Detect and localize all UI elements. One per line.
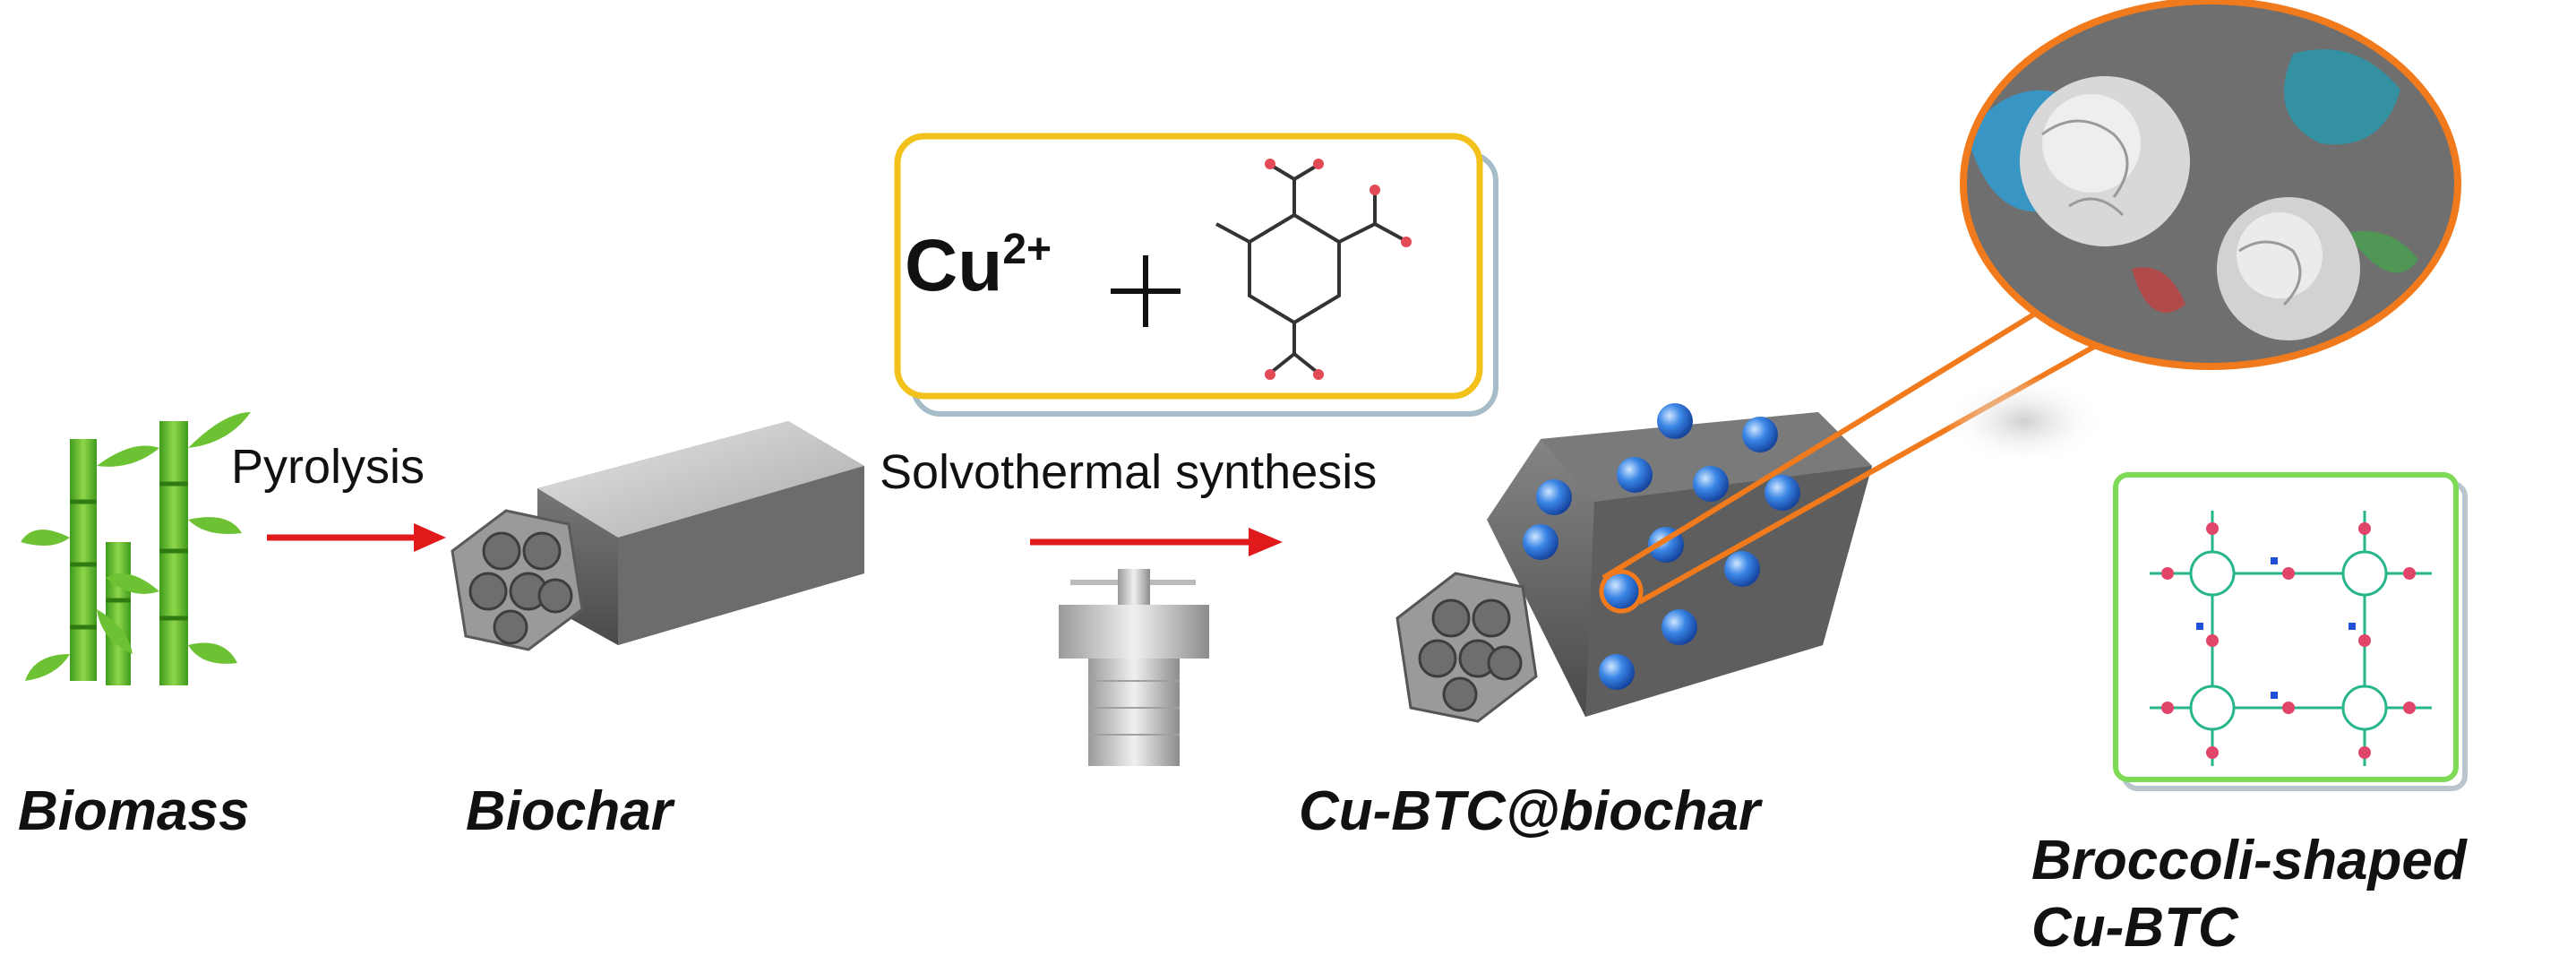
bamboo-icon: [21, 412, 251, 685]
broccoli-label-line1: Broccoli-shaped: [2031, 830, 2467, 891]
hexagonal-prism-icon: [451, 421, 864, 651]
solvothermal-arrow: [1030, 528, 1283, 556]
cu-ion-label: Cu2+: [905, 224, 1052, 308]
cu-btc-biochar-label: Cu-BTC@biochar: [1299, 780, 1761, 842]
cu-symbol: Cu: [905, 225, 1003, 306]
cu-charge: 2+: [1002, 226, 1052, 273]
pyrolysis-arrow: [267, 523, 446, 552]
hexagonal-prism-with-particles-icon: [1395, 403, 1872, 723]
autoclave-icon: [1059, 569, 1209, 766]
pyrolysis-label: Pyrolysis: [231, 440, 425, 494]
sem-micrograph-icon: [1960, 0, 2461, 370]
reagent-box: [894, 133, 1498, 417]
biomass-label: Biomass: [18, 780, 250, 842]
mof-framework-icon: [2113, 472, 2468, 791]
broccoli-label-line2: Cu-BTC: [2031, 897, 2238, 959]
solvothermal-label: Solvothermal synthesis: [880, 445, 1378, 499]
cu-btc-particles: [1523, 403, 1800, 690]
shadow: [1944, 376, 2105, 466]
biochar-label: Biochar: [466, 780, 673, 842]
btc-molecule-icon: [1215, 164, 1405, 374]
plus-sign: [1111, 255, 1181, 327]
